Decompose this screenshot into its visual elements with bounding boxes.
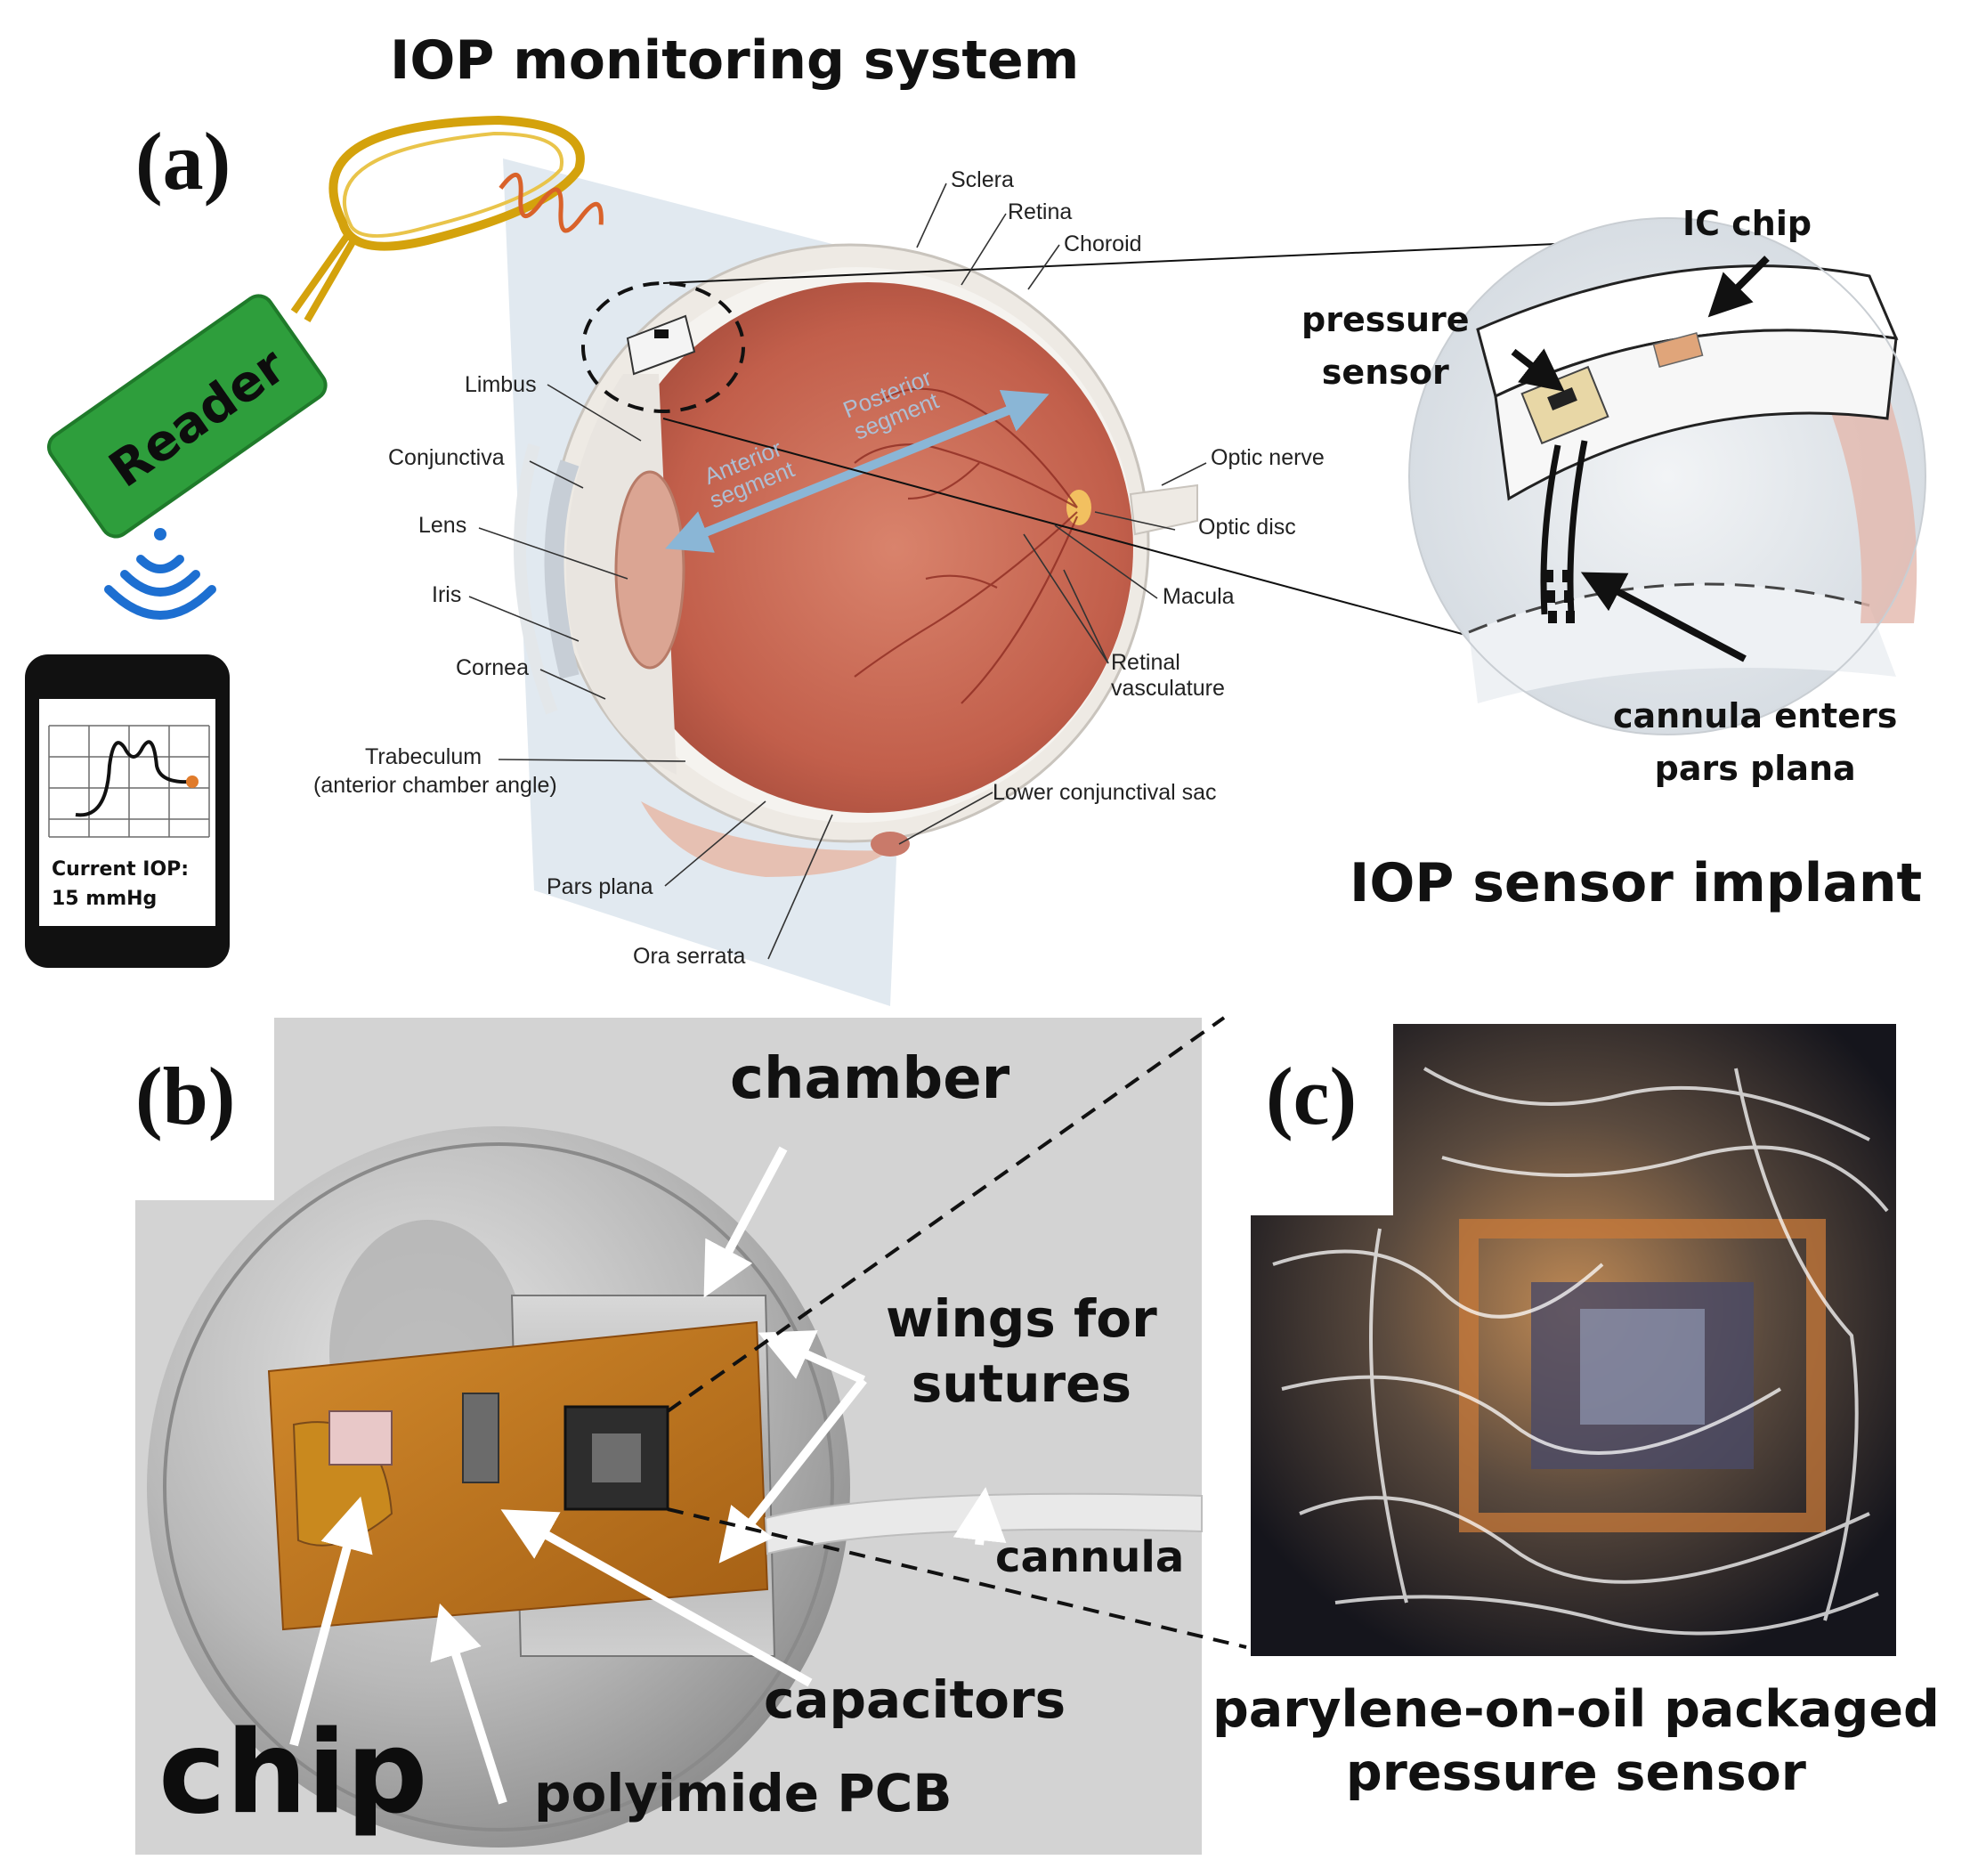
system-title: IOP monitoring system [390, 29, 1080, 92]
pressure-line2: sensor [1321, 352, 1449, 392]
label-trabeculum-sub: (anterior chamber angle) [313, 773, 557, 798]
implant-title: IOP sensor implant [1350, 852, 1923, 914]
label-capacitors: capacitors [764, 1669, 1066, 1730]
label-pars-plana: Pars plana [547, 874, 653, 899]
implant-zoom-inset [1408, 217, 1926, 735]
label-lens: Lens [418, 513, 467, 538]
smartphone [25, 654, 230, 968]
implant-highlight-circle [581, 281, 745, 413]
ic-chip-arrow [1707, 256, 1770, 318]
label-retinal-line1: Retinal [1111, 650, 1180, 675]
pressure-line1: pressure [1301, 300, 1470, 339]
label-retina: Retina [1008, 199, 1073, 224]
label-polyimide-pcb: polyimide PCB [534, 1763, 953, 1823]
label-trabeculum: Trabeculum [365, 744, 482, 769]
phone-readout-line1: Current IOP: [52, 858, 190, 881]
label-ic-chip: IC chip [1682, 204, 1812, 243]
panel-label-c: (c) [1266, 1051, 1358, 1141]
rf-wave-icon [499, 173, 604, 233]
zoom-lines [662, 240, 1639, 664]
label-choroid: Choroid [1064, 231, 1142, 256]
reader-device [46, 115, 585, 539]
phone-readout: Current IOP: 15 mmHg [52, 855, 189, 914]
label-chip: chip [158, 1707, 428, 1839]
label-cornea: Cornea [456, 655, 529, 680]
label-cannula: cannula [995, 1532, 1185, 1582]
photo-b-arrows [289, 1146, 1007, 1805]
label-macula: Macula [1163, 584, 1235, 609]
label-optic-nerve: Optic nerve [1211, 445, 1325, 470]
label-retinal-line2: vasculature [1111, 676, 1225, 701]
pressure-sensor-arrow [1511, 348, 1565, 392]
cannula-line1: cannula enters [1613, 696, 1898, 735]
photo-c [1251, 1024, 1896, 1656]
cannula-line2: pars plana [1654, 748, 1856, 788]
panel-label-b: (b) [135, 1051, 236, 1141]
label-lower-conjunctival-sac: Lower conjunctival sac [993, 780, 1217, 805]
polyimide-pcb [267, 1320, 769, 1631]
label-iris: Iris [432, 582, 462, 607]
photo-b [135, 1018, 1203, 1855]
label-cannula-enters: cannula enters pars plana [1613, 690, 1897, 795]
wings-line1: wings for [886, 1288, 1157, 1349]
parylene-line2: pressure sensor [1345, 1743, 1806, 1803]
parylene-line1: parylene-on-oil packaged [1212, 1680, 1940, 1739]
anatomy-leaders [468, 183, 1207, 960]
label-conjunctiva: Conjunctiva [388, 445, 505, 470]
wifi-icon [104, 528, 216, 620]
label-optic-disc: Optic disc [1198, 515, 1296, 540]
capacitor [462, 1393, 499, 1483]
label-pressure-sensor: pressure sensor [1301, 294, 1470, 399]
label-parylene-sensor: parylene-on-oil packaged pressure sensor [1212, 1678, 1940, 1806]
zoom-link-lines [666, 1016, 1247, 1649]
label-ora-serrata: Ora serrata [633, 944, 746, 969]
label-sclera: Sclera [951, 167, 1014, 192]
phone-readout-line2: 15 mmHg [52, 888, 158, 910]
cannula-arrow [1580, 572, 1747, 662]
wings-line2: sutures [911, 1352, 1131, 1414]
iop-latest-point [186, 776, 199, 788]
panel-label-a: (a) [135, 116, 231, 207]
label-limbus: Limbus [465, 372, 537, 397]
label-chamber: chamber [730, 1046, 1010, 1112]
implant-miniature [626, 314, 696, 376]
ic-chip [328, 1410, 393, 1466]
label-retinal-vasculature: Retinal vasculature [1111, 652, 1225, 700]
label-wings-for-sutures: wings for sutures [886, 1287, 1157, 1416]
segment-arrow [665, 390, 1050, 553]
